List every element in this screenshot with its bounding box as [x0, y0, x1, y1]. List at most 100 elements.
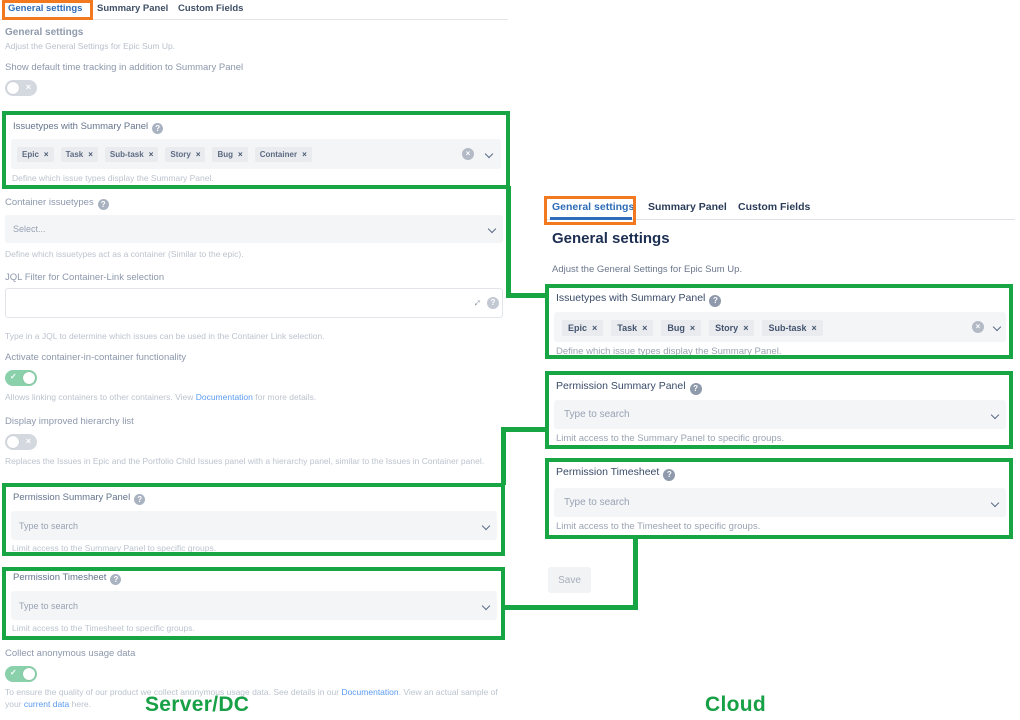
cloud-permission-timesheet-label: Permission Timesheet: [556, 466, 676, 481]
cloud-permission-summary-label: Permission Summary Panel: [556, 380, 702, 395]
jql-filter-label: JQL Filter for Container-Link selection: [5, 272, 165, 283]
issue-type-chip[interactable]: Bug: [212, 146, 248, 162]
cloud-issuetypes-label: Issuetypes with Summary Panel: [556, 292, 722, 307]
server-permission-timesheet-label: Permission Timesheet: [13, 572, 122, 585]
time-tracking-toggle[interactable]: [5, 80, 37, 96]
container-in-container-help: Allows linking containers to other conta…: [5, 392, 317, 402]
server-tab-summary-panel[interactable]: Summary Panel: [97, 3, 169, 14]
server-permission-summary-help: Limit access to the Summary Panel to spe…: [12, 543, 217, 553]
issue-type-chip[interactable]: Sub-task: [762, 320, 823, 336]
cloud-tab-summary-panel[interactable]: Summary Panel: [648, 201, 727, 213]
issue-type-chip[interactable]: Epic: [562, 320, 604, 336]
help-icon[interactable]: [134, 494, 146, 505]
container-in-container-toggle[interactable]: [5, 370, 37, 386]
cloud-permission-timesheet-select[interactable]: Type to search: [554, 488, 1006, 517]
server-page-title: General settings: [5, 27, 84, 38]
clear-selection-icon[interactable]: [462, 148, 474, 160]
cloud-tab-custom-fields[interactable]: Custom Fields: [738, 201, 811, 213]
usage-data-label: Collect anonymous usage data: [5, 648, 136, 659]
issue-type-chip[interactable]: Task: [611, 320, 654, 336]
server-permission-summary-select[interactable]: Type to search: [11, 511, 497, 540]
connector-line-permission-timesheet-horizontal: [503, 605, 638, 610]
issue-type-chip[interactable]: Task: [60, 146, 98, 162]
server-issuetype-chips: Epic Task Sub-task Story Bug Container: [17, 146, 319, 162]
toggle-on-icon: [10, 668, 17, 677]
help-icon[interactable]: [152, 123, 164, 134]
help-icon[interactable]: [663, 469, 676, 481]
container-in-container-label: Activate container-in-container function…: [5, 352, 187, 363]
issue-type-chip[interactable]: Epic: [17, 146, 54, 162]
container-issuetypes-select[interactable]: Select...: [5, 215, 503, 243]
remove-chip-icon[interactable]: [88, 150, 93, 159]
connector-line-issuetypes-vertical: [506, 186, 511, 298]
server-permission-timesheet-select[interactable]: Type to search: [11, 591, 497, 620]
issue-type-chip[interactable]: Container: [254, 146, 312, 162]
usage-data-toggle[interactable]: [5, 666, 37, 682]
active-tab-underline: [550, 217, 632, 220]
hierarchy-list-label: Display improved hierarchy list: [5, 416, 134, 427]
remove-chip-icon[interactable]: [592, 323, 597, 333]
connector-line-permission-summary-vertical: [501, 427, 506, 485]
usage-data-help: To ensure the quality of our product we …: [5, 687, 498, 709]
help-icon[interactable]: [689, 383, 702, 395]
remove-chip-icon[interactable]: [690, 323, 695, 333]
cloud-permission-timesheet-help: Limit access to the Timesheet to specifi…: [556, 521, 761, 532]
cloud-issuetypes-multiselect[interactable]: Epic Task Bug Story Sub-task: [554, 312, 1006, 342]
hierarchy-list-toggle[interactable]: [5, 434, 37, 450]
issue-type-chip[interactable]: Story: [165, 146, 206, 162]
jql-filter-input[interactable]: [5, 288, 503, 318]
server-dc-caption: Server/DC: [145, 693, 250, 716]
documentation-link[interactable]: Documentation: [341, 687, 399, 697]
connector-line-permission-summary-horizontal: [501, 427, 547, 432]
remove-chip-icon[interactable]: [149, 150, 154, 159]
remove-chip-icon[interactable]: [811, 323, 816, 333]
remove-chip-icon[interactable]: [642, 323, 647, 333]
clear-selection-icon[interactable]: [972, 321, 984, 333]
server-issuetypes-help: Define which issue types display the Sum…: [12, 173, 214, 183]
help-icon[interactable]: [487, 297, 499, 309]
toggle-off-icon: [26, 436, 31, 446]
issue-type-chip[interactable]: Sub-task: [104, 146, 159, 162]
container-issuetypes-label: Container issuetypes: [5, 197, 109, 210]
cloud-page-title: General settings: [552, 230, 670, 247]
cloud-issuetypes-help: Define which issue types display the Sum…: [556, 346, 782, 357]
tab-divider: [546, 219, 1015, 220]
issue-type-chip[interactable]: Story: [709, 320, 755, 336]
hierarchy-list-help: Replaces the Issues in Epic and the Port…: [5, 456, 485, 466]
connector-line-permission-timesheet-vertical: [633, 537, 638, 610]
remove-chip-icon[interactable]: [196, 150, 201, 159]
cloud-issuetype-chips: Epic Task Bug Story Sub-task: [562, 318, 831, 336]
remove-chip-icon[interactable]: [238, 150, 243, 159]
remove-chip-icon[interactable]: [44, 150, 49, 159]
cloud-permission-summary-select[interactable]: Type to search: [554, 400, 1006, 429]
cloud-tab-general-settings[interactable]: General settings: [552, 201, 635, 213]
server-tab-general-settings[interactable]: General settings: [8, 3, 83, 19]
toggle-knob: [7, 82, 19, 94]
server-issuetypes-multiselect[interactable]: Epic Task Sub-task Story Bug Container: [11, 139, 501, 169]
cloud-caption: Cloud: [705, 693, 766, 716]
jql-filter-help: Type in a JQL to determine which issues …: [5, 331, 325, 341]
remove-chip-icon[interactable]: [302, 150, 307, 159]
help-icon[interactable]: [709, 295, 722, 307]
cloud-permission-summary-help: Limit access to the Summary Panel to spe…: [556, 433, 785, 444]
issue-type-chip[interactable]: Bug: [661, 320, 702, 336]
toggle-off-icon: [26, 82, 31, 92]
server-page-subtitle: Adjust the General Settings for Epic Sum…: [5, 41, 176, 51]
help-icon[interactable]: [110, 574, 122, 585]
current-data-link[interactable]: current data: [23, 699, 70, 709]
cloud-page-subtitle: Adjust the General Settings for Epic Sum…: [552, 264, 743, 275]
save-button[interactable]: Save: [548, 567, 591, 593]
toggle-knob: [7, 436, 19, 448]
toggle-knob: [23, 372, 35, 384]
help-icon[interactable]: [97, 199, 109, 210]
server-permission-timesheet-help: Limit access to the Timesheet to specifi…: [12, 623, 195, 633]
toggle-on-icon: [10, 372, 17, 381]
container-issuetypes-help: Define which issuetypes act as a contain…: [5, 249, 244, 259]
time-tracking-label: Show default time tracking in addition t…: [5, 62, 244, 73]
remove-chip-icon[interactable]: [743, 323, 748, 333]
server-tab-custom-fields[interactable]: Custom Fields: [178, 3, 244, 14]
toggle-knob: [23, 668, 35, 680]
server-permission-summary-label: Permission Summary Panel: [13, 492, 146, 505]
documentation-link[interactable]: Documentation: [195, 392, 253, 402]
